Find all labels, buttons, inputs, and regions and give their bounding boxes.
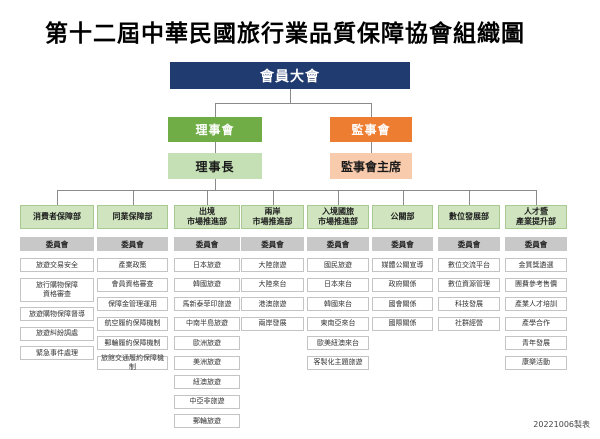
function-item: 郵輪旅遊 <box>174 414 240 428</box>
function-item: 中亞非旅遊 <box>174 394 240 409</box>
function-item: 日本來台 <box>307 277 369 292</box>
connector-line <box>215 142 216 153</box>
function-item: 團費參考售價 <box>505 277 567 292</box>
department-box: 出境 市場推進部 <box>174 205 240 229</box>
committee-box: 委員會 <box>174 237 240 251</box>
department-connector-line <box>338 190 339 205</box>
function-item: 旅遊糾紛調處 <box>20 326 94 341</box>
function-item: 客製化主題旅遊 <box>307 355 369 370</box>
committee-box: 委員會 <box>372 237 433 251</box>
committee-box: 委員會 <box>505 237 567 251</box>
function-item: 兩岸發展 <box>241 316 304 331</box>
department-box: 消費者保障部 <box>20 205 94 229</box>
function-item: 媒體公關宣導 <box>372 258 433 272</box>
function-item: 中南半島旅遊 <box>174 316 240 331</box>
board-of-supervisors-box: 監事會 <box>330 117 412 142</box>
function-item: 韓國來台 <box>307 297 369 311</box>
supervisor-chair-box: 監事會主席 <box>330 153 412 179</box>
function-item: 美洲旅遊 <box>174 355 240 370</box>
connector-line <box>290 89 291 103</box>
department-box: 人才暨 產業提升部 <box>505 205 567 229</box>
department-box: 兩岸 市場推進部 <box>241 205 304 229</box>
function-item: 大陸旅遊 <box>241 258 304 272</box>
general-assembly-box: 會員大會 <box>170 62 410 89</box>
function-item: 紐澳旅遊 <box>174 375 240 389</box>
department-connector-line <box>57 190 58 205</box>
function-item: 康樂活動 <box>505 355 567 370</box>
function-item: 東南亞來台 <box>307 316 369 331</box>
department-connector-line <box>403 190 404 205</box>
function-item: 社群經營 <box>438 316 500 331</box>
function-item: 產學合作 <box>505 316 567 331</box>
function-item: 緊急事件處理 <box>20 346 94 360</box>
function-item: 韓國旅遊 <box>174 277 240 292</box>
committee-box: 委員會 <box>241 237 304 251</box>
function-item: 旅遊交易安全 <box>20 258 94 272</box>
department-box: 數位發展部 <box>438 205 500 229</box>
function-item: 旅館交通履約保障機制 <box>97 354 168 371</box>
committee-box: 委員會 <box>97 237 168 251</box>
department-box: 入境國旅 市場推進部 <box>307 205 369 229</box>
department-connector-line <box>469 190 470 205</box>
function-item: 日本旅遊 <box>174 258 240 272</box>
connector-line <box>371 142 372 153</box>
footer-date: 20221006製表 <box>533 420 590 429</box>
chairman-box: 理事長 <box>168 153 262 179</box>
function-item: 國民旅遊 <box>307 258 369 272</box>
committee-box: 委員會 <box>438 237 500 251</box>
function-item: 郵輪履約保障機制 <box>97 336 168 350</box>
function-item: 國際關係 <box>372 316 433 331</box>
connector-line <box>215 103 216 117</box>
function-item: 旅遊購物保障督導 <box>20 307 94 321</box>
connector-line <box>215 179 216 190</box>
committee-box: 委員會 <box>307 237 369 251</box>
function-item: 數位交流平台 <box>438 258 500 272</box>
function-item: 大陸來台 <box>241 277 304 292</box>
function-item: 歐洲旅遊 <box>174 336 240 350</box>
function-item: 港澳旅遊 <box>241 297 304 311</box>
function-item: 科技發展 <box>438 297 500 311</box>
department-box: 公關部 <box>372 205 433 229</box>
function-item: 會員資格審查 <box>97 277 168 292</box>
chart-title: 第十二屆中華民國旅行業品質保障協會組織圖 <box>45 21 525 47</box>
committee-box: 委員會 <box>20 237 94 251</box>
function-item: 青年發展 <box>505 336 567 350</box>
function-item: 產業人才培訓 <box>505 297 567 311</box>
function-item: 政府關係 <box>372 277 433 292</box>
department-connector-line <box>133 190 134 205</box>
function-item: 產業政策 <box>97 258 168 272</box>
department-bus-line <box>57 190 537 191</box>
department-connector-line <box>273 190 274 205</box>
function-item: 國會關係 <box>372 297 433 311</box>
connector-line <box>371 103 372 117</box>
board-of-directors-box: 理事會 <box>168 117 262 142</box>
connector-line <box>215 103 372 104</box>
department-connector-line <box>536 190 537 205</box>
function-item: 歐美紐澳來台 <box>307 336 369 350</box>
function-item: 保障金管理運用 <box>97 297 168 311</box>
function-item: 數位資源管理 <box>438 277 500 292</box>
function-item: 旅行購物保障 資格審查 <box>20 277 94 302</box>
department-box: 同業保障部 <box>97 205 168 229</box>
function-item: 航空履約保障機制 <box>97 316 168 331</box>
function-item: 馬新泰菲印旅遊 <box>174 297 240 311</box>
department-connector-line <box>207 190 208 205</box>
function-item: 金質獎遴選 <box>505 258 567 272</box>
